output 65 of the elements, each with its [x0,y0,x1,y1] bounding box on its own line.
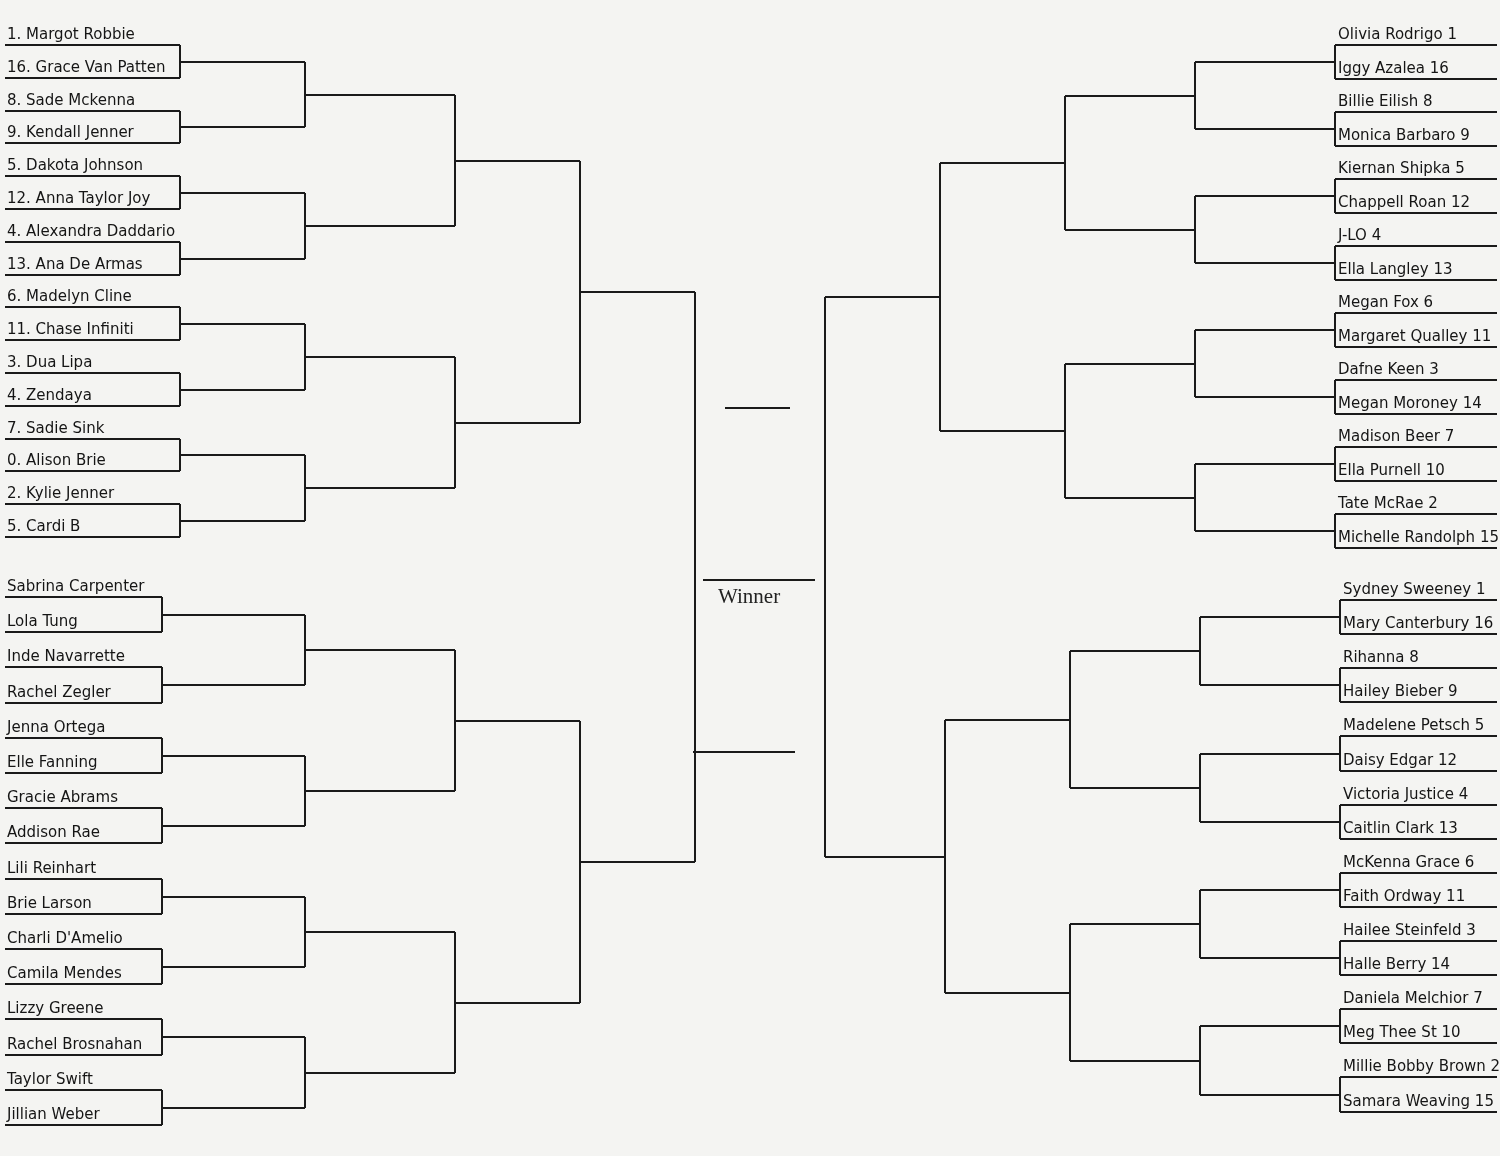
contestant-name: 3. Dua Lipa [7,353,93,371]
contestant-name: Taylor Swift [7,1070,93,1088]
contestant-name: 4. Zendaya [7,386,92,404]
contestant-name: Lola Tung [7,612,78,630]
contestant-name: Hailee Steinfeld 3 [1343,921,1476,939]
contestant-name: 4. Alexandra Daddario [7,222,176,240]
contestant-name: Megan Moroney 14 [1338,394,1482,412]
contestant-name: Caitlin Clark 13 [1343,819,1458,837]
contestant-name: Rachel Brosnahan [7,1035,143,1053]
contestant-name: Addison Rae [7,823,100,841]
contestant-name: Daniela Melchior 7 [1343,989,1483,1007]
contestant-name: Olivia Rodrigo 1 [1338,25,1457,43]
contestant-name: Madelene Petsch 5 [1343,716,1485,734]
contestant-name: Charli D'Amelio [7,929,123,947]
contestant-name: Ella Langley 13 [1338,260,1453,278]
contestant-name: 11. Chase Infiniti [7,320,134,338]
contestant-name: Margaret Qualley 11 [1338,327,1492,345]
winner-label: Winner [718,584,781,608]
contestant-name: Lili Reinhart [7,859,97,877]
contestant-name: Megan Fox 6 [1338,293,1434,311]
contestant-name: Inde Navarrette [7,647,125,665]
contestant-name: 2. Kylie Jenner [7,484,115,502]
contestant-name: Jillian Weber [7,1105,100,1123]
contestant-name: 0. Alison Brie [7,451,106,469]
contestant-name: 16. Grace Van Patten [7,58,166,76]
contestant-name: Hailey Bieber 9 [1343,682,1458,700]
contestant-name: 7. Sadie Sink [7,419,105,437]
contestant-name: 1. Margot Robbie [7,25,135,43]
contestant-name: Rihanna 8 [1343,648,1419,666]
contestant-name: Sydney Sweeney 1 [1343,580,1486,598]
contestant-name: Billie Eilish 8 [1338,92,1433,110]
contestant-name: 5. Dakota Johnson [7,156,144,174]
contestant-name: Sabrina Carpenter [7,577,145,595]
contestant-name: Brie Larson [7,894,92,912]
contestant-name: Camila Mendes [7,964,122,982]
contestant-name: Daisy Edgar 12 [1343,751,1458,769]
contestant-name: Iggy Azalea 16 [1338,59,1449,77]
contestant-name: Victoria Justice 4 [1343,785,1469,803]
contestant-name: Rachel Zegler [7,683,111,701]
contestant-name: Meg Thee St 10 [1343,1023,1461,1041]
contestant-name: Faith Ordway 11 [1343,887,1466,905]
contestant-name: Jenna Ortega [7,718,106,736]
contestant-name: Chappell Roan 12 [1338,193,1471,211]
contestant-name: Gracie Abrams [7,788,118,806]
contestant-name: Monica Barbaro 9 [1338,126,1470,144]
contestant-name: 12. Anna Taylor Joy [7,189,151,207]
contestant-name: 6. Madelyn Cline [7,287,132,305]
contestant-name: Lizzy Greene [7,999,104,1017]
contestant-name: Madison Beer 7 [1338,427,1455,445]
contestant-name: Michelle Randolph 15 [1338,528,1499,546]
contestant-name: Elle Fanning [7,753,98,771]
contestant-name: 5. Cardi B [7,517,81,535]
contestant-name: Ella Purnell 10 [1338,461,1445,479]
contestant-name: Mary Canterbury 16 [1343,614,1494,632]
contestant-name: Tate McRae 2 [1338,494,1438,512]
contestant-name: Samara Weaving 15 [1343,1092,1494,1110]
contestant-name: Kiernan Shipka 5 [1338,159,1465,177]
contestant-name: 9. Kendall Jenner [7,123,134,141]
contestant-name: Dafne Keen 3 [1338,360,1439,378]
contestant-name: 13. Ana De Armas [7,255,143,273]
contestant-name: Millie Bobby Brown 2 [1343,1057,1500,1075]
contestant-name: J-LO 4 [1338,226,1382,244]
contestant-name: 8. Sade Mckenna [7,91,136,109]
contestant-name: McKenna Grace 6 [1343,853,1475,871]
contestant-name: Halle Berry 14 [1343,955,1451,973]
